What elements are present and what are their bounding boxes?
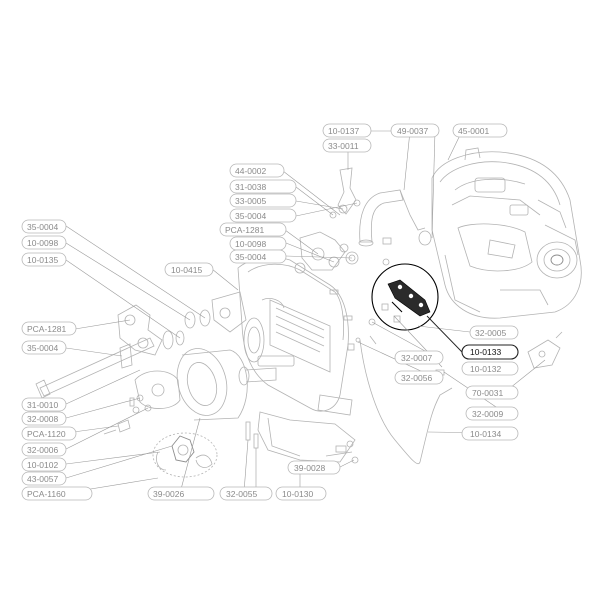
callout-32-0056[interactable]: 32-0056 bbox=[394, 370, 444, 385]
callout-33-0005[interactable]: 33-0005 bbox=[229, 193, 297, 208]
callout-10-0415[interactable]: 10-0415 bbox=[164, 262, 214, 277]
svg-text:49-0037: 49-0037 bbox=[397, 126, 428, 136]
callout-44-0002[interactable]: 44-0002 bbox=[229, 163, 285, 178]
svg-text:70-0031: 70-0031 bbox=[472, 388, 503, 398]
svg-text:10-0135: 10-0135 bbox=[27, 255, 58, 265]
callout-PCA-1120[interactable]: PCA-1120 bbox=[21, 426, 77, 441]
callout-33-0011[interactable]: 33-0011 bbox=[322, 138, 372, 153]
callout-10-0134[interactable]: 10-0134 bbox=[461, 426, 519, 441]
svg-text:10-0134: 10-0134 bbox=[470, 429, 501, 439]
clutch-drum-drawing bbox=[176, 348, 277, 421]
svg-text:35-0004: 35-0004 bbox=[235, 211, 266, 221]
callout-35-0004-b[interactable]: 35-0004 bbox=[229, 249, 287, 264]
callout-10-0102[interactable]: 10-0102 bbox=[21, 457, 67, 472]
svg-text:31-0038: 31-0038 bbox=[235, 182, 266, 192]
callout-43-0057[interactable]: 43-0057 bbox=[21, 471, 67, 486]
callout-49-0037[interactable]: 49-0037 bbox=[390, 123, 440, 138]
svg-text:32-0055: 32-0055 bbox=[226, 489, 257, 499]
svg-text:32-0056: 32-0056 bbox=[401, 373, 432, 383]
svg-text:10-0102: 10-0102 bbox=[27, 460, 58, 470]
exhaust-pipe-drawing bbox=[358, 189, 432, 247]
callout-10-0137[interactable]: 10-0137 bbox=[322, 123, 372, 138]
callout-39-0028[interactable]: 39-0028 bbox=[287, 460, 341, 475]
callout-10-0133[interactable]: 10-0133 bbox=[461, 344, 519, 360]
throttle-lever-drawing bbox=[329, 167, 361, 219]
cover-plate-drawing bbox=[117, 370, 181, 433]
engine-drawing bbox=[431, 147, 582, 319]
svg-text:43-0057: 43-0057 bbox=[27, 474, 58, 484]
svg-text:45-0001: 45-0001 bbox=[458, 126, 489, 136]
highlighted-part-10-0133[interactable] bbox=[371, 263, 439, 331]
callout-10-0098-b[interactable]: 10-0098 bbox=[21, 235, 67, 250]
clutch-assembly-drawing bbox=[152, 432, 218, 478]
svg-text:PCA-1281: PCA-1281 bbox=[225, 225, 264, 235]
svg-text:10-0098: 10-0098 bbox=[27, 238, 58, 248]
main-housing-drawing bbox=[211, 256, 353, 416]
callout-PCA-1281-b[interactable]: PCA-1281 bbox=[21, 321, 77, 336]
svg-text:35-0004: 35-0004 bbox=[27, 222, 58, 232]
callout-31-0038[interactable]: 31-0038 bbox=[229, 179, 297, 194]
callout-10-0132[interactable]: 10-0132 bbox=[461, 361, 519, 376]
callout-35-0004-c[interactable]: 35-0004 bbox=[21, 219, 67, 234]
svg-text:10-0137: 10-0137 bbox=[328, 126, 359, 136]
callout-labels: 10-0137 49-0037 45-0001 33-0011 44-0002 … bbox=[21, 123, 519, 501]
svg-text:35-0004: 35-0004 bbox=[27, 343, 58, 353]
svg-text:44-0002: 44-0002 bbox=[235, 166, 266, 176]
svg-text:10-0130: 10-0130 bbox=[282, 489, 313, 499]
svg-text:10-0098: 10-0098 bbox=[235, 239, 266, 249]
callout-10-0130[interactable]: 10-0130 bbox=[275, 486, 327, 501]
svg-text:33-0011: 33-0011 bbox=[328, 141, 359, 151]
svg-text:32-0009: 32-0009 bbox=[472, 409, 503, 419]
callout-32-0008[interactable]: 32-0008 bbox=[21, 411, 67, 426]
callout-PCA-1160[interactable]: PCA-1160 bbox=[21, 486, 93, 501]
svg-text:32-0008: 32-0008 bbox=[27, 414, 58, 424]
callout-32-0009[interactable]: 32-0009 bbox=[465, 406, 519, 421]
linkage-drawing bbox=[294, 231, 359, 274]
callout-39-0026[interactable]: 39-0026 bbox=[147, 486, 215, 501]
callout-31-0010[interactable]: 31-0010 bbox=[21, 397, 67, 412]
svg-text:32-0005: 32-0005 bbox=[475, 328, 506, 338]
svg-text:31-0010: 31-0010 bbox=[27, 400, 58, 410]
callout-45-0001[interactable]: 45-0001 bbox=[452, 123, 508, 138]
callout-32-0055[interactable]: 32-0055 bbox=[219, 486, 273, 501]
callout-10-0098-a[interactable]: 10-0098 bbox=[229, 236, 287, 251]
small-hardware-drawing bbox=[103, 258, 401, 457]
svg-text:10-0132: 10-0132 bbox=[470, 364, 501, 374]
callout-10-0135[interactable]: 10-0135 bbox=[21, 252, 67, 267]
svg-text:PCA-1281: PCA-1281 bbox=[27, 324, 66, 334]
svg-text:33-0005: 33-0005 bbox=[235, 196, 266, 206]
svg-text:32-0006: 32-0006 bbox=[27, 445, 58, 455]
svg-text:39-0028: 39-0028 bbox=[294, 463, 325, 473]
svg-text:PCA-1120: PCA-1120 bbox=[27, 429, 66, 439]
callout-32-0007[interactable]: 32-0007 bbox=[394, 350, 444, 365]
svg-text:39-0026: 39-0026 bbox=[153, 489, 184, 499]
callout-70-0031[interactable]: 70-0031 bbox=[465, 385, 519, 400]
lower-shield-drawing bbox=[245, 411, 359, 464]
callout-PCA-1281-a[interactable]: PCA-1281 bbox=[219, 222, 287, 237]
callout-32-0006[interactable]: 32-0006 bbox=[21, 442, 67, 457]
svg-text:10-0415: 10-0415 bbox=[171, 265, 202, 275]
callout-32-0005[interactable]: 32-0005 bbox=[469, 325, 519, 340]
svg-text:35-0004: 35-0004 bbox=[235, 252, 266, 262]
callout-35-0004-d[interactable]: 35-0004 bbox=[21, 340, 67, 355]
svg-text:32-0007: 32-0007 bbox=[401, 353, 432, 363]
callout-35-0004-a[interactable]: 35-0004 bbox=[229, 208, 297, 223]
svg-text:PCA-1160: PCA-1160 bbox=[27, 489, 66, 499]
svg-text:10-0133: 10-0133 bbox=[470, 347, 501, 357]
